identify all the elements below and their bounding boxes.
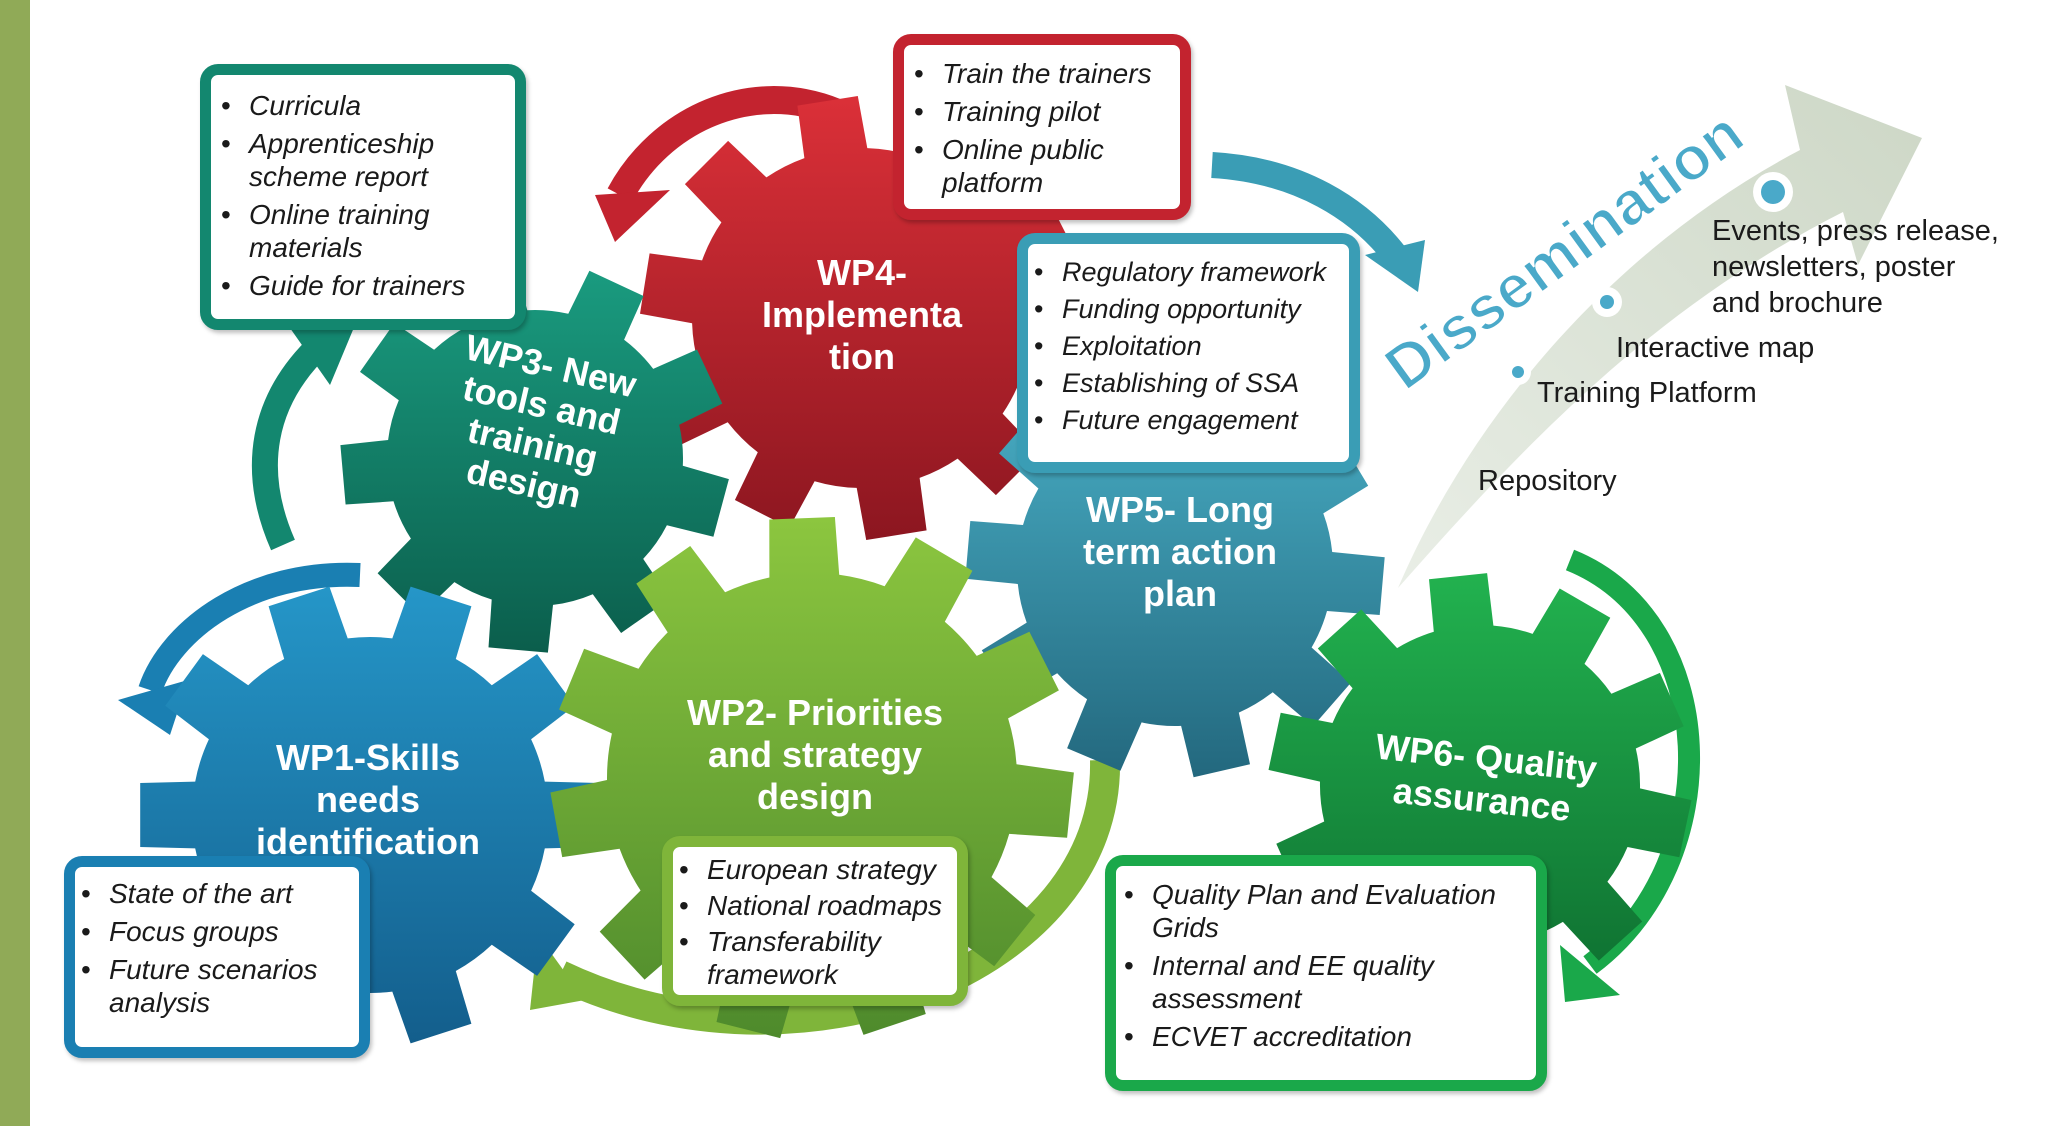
wp5-deliverables-box: Regulatory framework Funding opportunity… bbox=[1017, 233, 1360, 473]
dissemination-dot-repository bbox=[1444, 442, 1466, 464]
wp5-item: Exploitation bbox=[1034, 330, 1345, 363]
wp1-item: State of the art bbox=[81, 877, 351, 910]
wp6-item: ECVET accreditation bbox=[1124, 1020, 1526, 1053]
arrow-wp6-to-wp2-cycle-head bbox=[118, 680, 188, 735]
arrow-wp3-to-wp4-head bbox=[595, 190, 670, 242]
arrow-wp1-to-wp3-head bbox=[290, 325, 355, 385]
wp4-title-line: WP4- bbox=[817, 252, 907, 293]
left-photo-strip-shade bbox=[0, 0, 30, 1126]
arrow-wp5-to-wp6-head bbox=[1560, 945, 1620, 1002]
arrow-wp4-to-dissemination bbox=[1211, 152, 1406, 264]
wp1-item: Future scenarios analysis bbox=[81, 953, 351, 1019]
wp5-item: Establishing of SSA bbox=[1034, 367, 1345, 400]
arrow-wp6-to-wp2-cycle bbox=[138, 562, 361, 695]
wp5-item: Funding opportunity bbox=[1034, 293, 1345, 326]
dissemination-item-events: Events, press release, newsletters, post… bbox=[1712, 215, 2007, 319]
wp1-title-line: identification bbox=[256, 821, 480, 862]
arrow-wp4-to-dissemination-head bbox=[1365, 240, 1425, 292]
wp3-gear bbox=[340, 264, 729, 653]
dissemination-item-interactive-map: Interactive map bbox=[1616, 332, 1814, 364]
wp5-title-line: plan bbox=[1143, 573, 1217, 614]
wp4-title-line: Implementa bbox=[762, 294, 963, 335]
wp3-item: Online training materials bbox=[221, 198, 505, 264]
wp2-item: European strategy bbox=[679, 853, 957, 886]
dissemination-dot-training-platform-inner bbox=[1512, 366, 1524, 378]
arrow-wp5-to-wp6 bbox=[1565, 549, 1701, 974]
wp6-deliverables-box: Quality Plan and Evaluation Grids Intern… bbox=[1105, 855, 1547, 1091]
wp5-title-line: term action bbox=[1083, 531, 1277, 572]
wp2-deliverables-box: European strategy National roadmaps Tran… bbox=[662, 836, 968, 1006]
wp1-title-line: needs bbox=[316, 779, 420, 820]
wp5-title-line: WP5- Long bbox=[1086, 489, 1274, 530]
dissemination-arrow bbox=[1398, 85, 1922, 588]
wp3-item: Apprenticeship scheme report bbox=[221, 127, 505, 193]
wp4-deliverables-box: Train the trainers Training pilot Online… bbox=[893, 34, 1191, 220]
wp4-item: Training pilot bbox=[914, 95, 1172, 128]
wp5-item: Future engagement bbox=[1034, 404, 1345, 437]
left-photo-strip bbox=[0, 0, 30, 1126]
wp3-deliverables-box: Curricula Apprenticeship scheme report O… bbox=[200, 64, 526, 330]
dissemination-item-repository: Repository bbox=[1478, 465, 1617, 497]
wp6-item: Internal and EE quality assessment bbox=[1124, 949, 1526, 1015]
wp4-item: Train the trainers bbox=[914, 57, 1172, 90]
wp3-item: Curricula bbox=[221, 89, 505, 122]
wp1-item: Focus groups bbox=[81, 915, 351, 948]
wp4-title-line: tion bbox=[829, 336, 895, 377]
arrow-wp3-to-wp4 bbox=[607, 86, 841, 202]
wp1-title-line: WP1-Skills bbox=[276, 737, 460, 778]
wp2-title-line: WP2- Priorities bbox=[687, 692, 943, 733]
wp1-deliverables-box: State of the art Focus groups Future sce… bbox=[64, 856, 370, 1058]
wp4-item: Online public platform bbox=[914, 133, 1172, 199]
wp2-item: Transferability framework bbox=[679, 925, 957, 991]
wp3-item: Guide for trainers bbox=[221, 269, 505, 302]
wp5-item: Regulatory framework bbox=[1034, 256, 1345, 289]
wp2-title-line: and strategy bbox=[708, 734, 922, 775]
wp6-item: Quality Plan and Evaluation Grids bbox=[1124, 878, 1526, 944]
wp2-title-line: design bbox=[757, 776, 873, 817]
arrow-wp1-to-wp3 bbox=[251, 335, 330, 551]
dissemination-dot-interactive-map-inner bbox=[1600, 295, 1614, 309]
wp2-item: National roadmaps bbox=[679, 889, 957, 922]
dissemination-dot-events-inner bbox=[1761, 180, 1785, 204]
dissemination-item-training-platform: Training Platform bbox=[1537, 377, 1757, 409]
